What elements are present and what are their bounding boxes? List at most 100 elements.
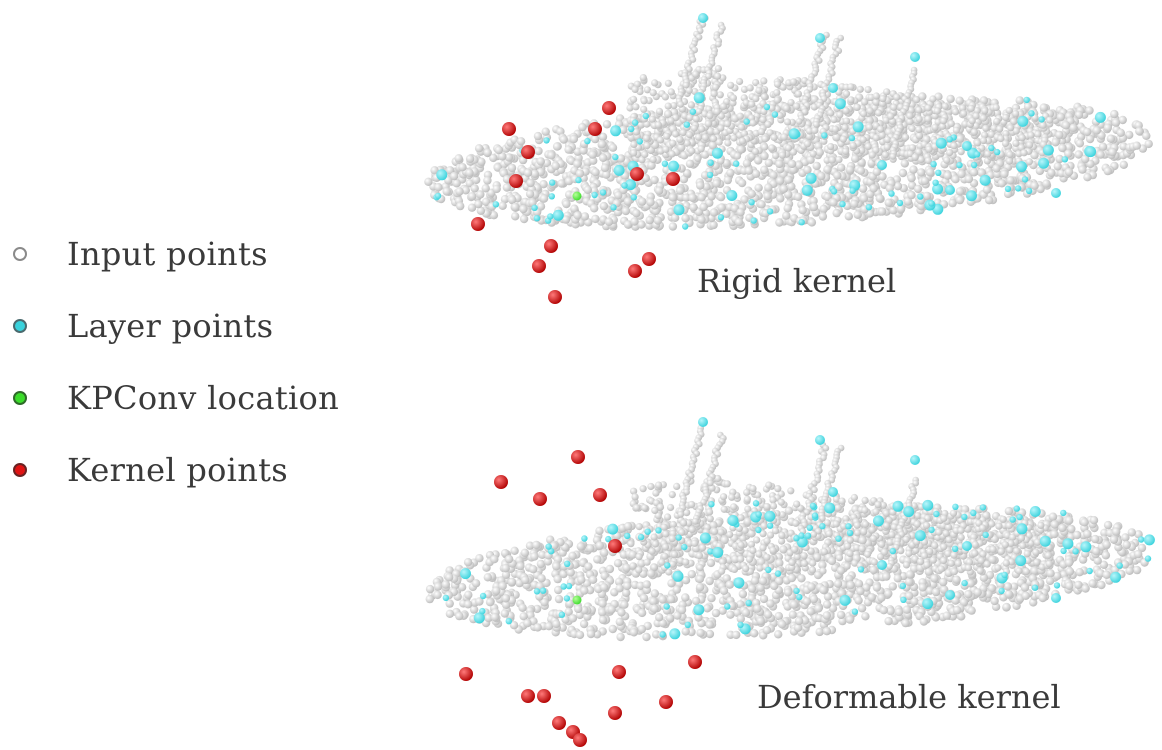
layer-point xyxy=(849,135,855,141)
input-point xyxy=(526,179,534,187)
input-point xyxy=(1039,122,1046,129)
input-point xyxy=(443,187,451,195)
input-point xyxy=(523,619,531,627)
input-point xyxy=(468,204,476,212)
layer-point xyxy=(1095,112,1106,123)
input-point xyxy=(868,593,876,601)
input-point xyxy=(909,144,916,151)
layer-point xyxy=(643,113,649,119)
input-point xyxy=(476,190,484,198)
input-point xyxy=(453,179,461,187)
input-point xyxy=(651,589,659,597)
kernel-point xyxy=(666,172,680,186)
input-point xyxy=(854,211,862,219)
input-point xyxy=(1142,132,1150,140)
input-point xyxy=(873,92,880,99)
layer-point xyxy=(1016,161,1027,172)
layer-point xyxy=(534,215,540,221)
input-point xyxy=(903,606,911,614)
layer-point xyxy=(718,214,724,220)
input-point xyxy=(424,178,432,186)
input-point xyxy=(894,574,902,582)
input-point xyxy=(745,167,753,175)
input-point xyxy=(724,176,732,184)
input-point xyxy=(630,628,638,636)
input-point xyxy=(917,168,925,176)
input-point xyxy=(591,215,599,223)
input-point xyxy=(609,144,617,152)
input-point xyxy=(483,176,491,184)
input-point xyxy=(830,116,837,123)
input-point xyxy=(580,620,588,628)
input-point xyxy=(720,587,728,595)
input-point xyxy=(1046,577,1054,585)
input-point xyxy=(689,203,697,211)
layer-point xyxy=(549,193,555,199)
input-point xyxy=(847,581,855,589)
input-point xyxy=(569,614,577,622)
input-point xyxy=(686,114,693,121)
input-point xyxy=(599,154,607,162)
input-point xyxy=(882,572,890,580)
input-point xyxy=(1026,141,1033,148)
input-point xyxy=(665,103,672,110)
input-point xyxy=(916,132,923,139)
input-point xyxy=(450,172,458,180)
input-point xyxy=(600,202,608,210)
input-point xyxy=(790,78,797,85)
input-point xyxy=(776,177,784,185)
input-point xyxy=(854,529,861,536)
input-point xyxy=(843,107,850,114)
input-point xyxy=(759,544,766,551)
input-point xyxy=(609,625,617,633)
layer-point xyxy=(1043,145,1054,156)
layer-point xyxy=(815,33,825,43)
input-point xyxy=(630,217,638,225)
layer-point xyxy=(674,204,685,215)
input-point xyxy=(698,145,705,152)
kernel-point xyxy=(471,217,485,231)
input-point xyxy=(638,609,646,617)
input-point xyxy=(819,586,827,594)
input-point xyxy=(638,625,646,633)
input-point xyxy=(464,558,472,566)
input-point xyxy=(688,147,695,154)
input-point xyxy=(508,196,516,204)
layer-point xyxy=(962,141,972,151)
layer-point xyxy=(1085,146,1096,157)
input-point xyxy=(973,112,980,119)
input-point xyxy=(486,598,494,606)
input-point xyxy=(832,126,839,133)
input-point xyxy=(773,89,780,96)
input-point xyxy=(601,164,609,172)
input-point xyxy=(584,186,592,194)
input-point xyxy=(616,618,624,626)
input-point xyxy=(516,562,524,570)
input-point xyxy=(862,497,869,504)
input-point xyxy=(686,131,693,138)
input-point xyxy=(697,215,705,223)
input-point xyxy=(846,166,854,174)
input-point xyxy=(630,141,637,148)
input-point xyxy=(909,165,917,173)
input-point xyxy=(697,564,704,571)
input-point xyxy=(819,212,827,220)
input-point xyxy=(524,169,532,177)
layer-point xyxy=(549,179,555,185)
input-point xyxy=(665,80,672,87)
input-point xyxy=(1110,110,1118,118)
input-point xyxy=(760,166,768,174)
input-point xyxy=(1092,547,1100,555)
input-point xyxy=(564,145,572,153)
input-point xyxy=(1096,150,1104,158)
input-point xyxy=(847,83,854,90)
layer-point xyxy=(744,118,750,124)
input-point xyxy=(688,101,695,108)
kernel-point xyxy=(532,259,546,273)
input-point xyxy=(850,200,858,208)
input-point xyxy=(534,132,542,140)
input-point xyxy=(1069,124,1077,132)
input-point xyxy=(614,559,622,567)
layer-point xyxy=(877,160,887,170)
input-point xyxy=(670,521,677,528)
